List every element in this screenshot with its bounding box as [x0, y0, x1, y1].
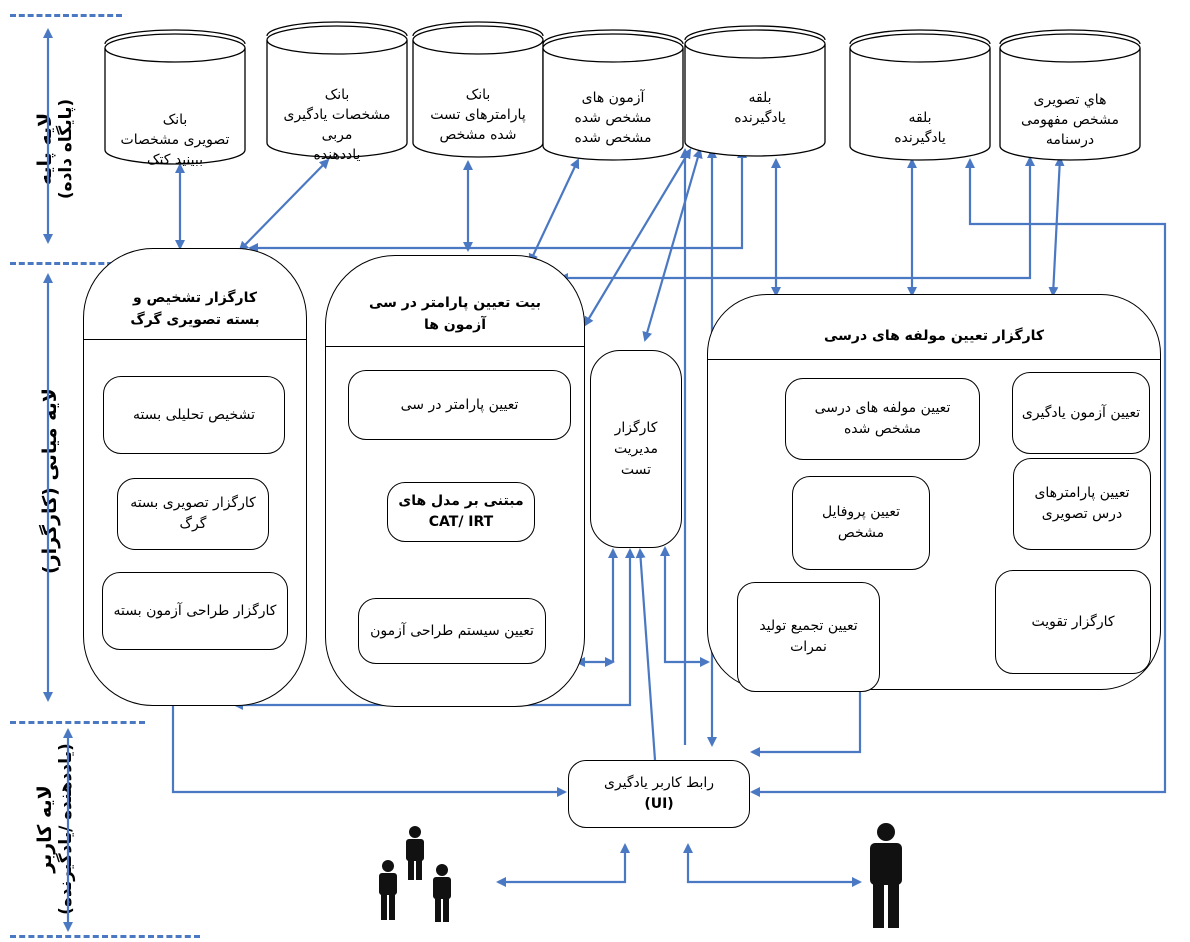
panel-left-divider — [84, 339, 306, 340]
base-layer-title: لایه پایه — [34, 112, 56, 186]
separator-base-middle — [10, 262, 122, 265]
learners-group-icon — [379, 826, 451, 922]
separator-bottom — [10, 935, 200, 938]
right-box-3: تعیین پروفایل مشخص — [792, 476, 930, 570]
ui-abbrev: (UI) — [644, 796, 674, 812]
center-box-3: تعیین سیستم طراحی آزمون — [358, 598, 546, 664]
database-label-4: آزمون های مشخص شده مشخص شده — [574, 90, 652, 146]
user-layer-subtitle: (یاددهنده /یادگیرنده) — [56, 743, 76, 915]
right-box-5: تعیین تجمیع تولید نمرات — [737, 582, 880, 692]
separator-top — [10, 14, 122, 17]
ui-label: رابط کاربر یادگیری — [603, 775, 715, 791]
left-box-3: کارگزار طراحی آزمون بسته — [102, 572, 288, 650]
user-layer-label: لایه کاربر (یاددهنده /یادگیرنده) — [34, 729, 76, 929]
center-box-1: تعیین پارامتر در سی — [348, 370, 571, 440]
base-layer-subtitle: (پایگاه داده) — [56, 98, 76, 200]
panel-right-divider — [708, 359, 1160, 360]
instructor-icon — [870, 823, 902, 928]
right-box-1: تعیین مولفه های درسی مشخص شده — [785, 378, 980, 460]
base-layer-label: لایه پایه (پایگاه داده) — [34, 79, 76, 219]
database-label-1: بانک تصویری مشخصات ببینید کتک — [120, 112, 230, 168]
panel-center-title: بیت تعیین پارامتر در سی آزمون ها — [368, 295, 542, 333]
middle-layer-title: لایه میانی (کارگزار) — [39, 388, 61, 574]
right-box-2: تعیین آزمون یادگیری — [1012, 372, 1150, 454]
user-interface-box: رابط کاربر یادگیری (UI) — [568, 760, 750, 828]
test-management-agent: کارگزار مدیریت تست — [590, 350, 682, 548]
panel-center-divider — [326, 346, 584, 347]
database-label-2: بانک مشخصات یادگیری مربی یاددهنده — [283, 87, 391, 163]
right-box-6: کارگزار تقویت — [995, 570, 1151, 674]
panel-left-title: کارگزار تشخیص و بسته تصویری گرگ — [130, 290, 260, 328]
left-box-2: کارگزار تصویری بسته گرگ — [117, 478, 269, 550]
user-layer-title: لایه کاربر — [34, 785, 56, 873]
left-box-1: تشخیص تحلیلی بسته — [103, 376, 285, 454]
separator-middle-user — [10, 721, 145, 724]
database-label-7: هاي تصویری مشخص مفهومی درسنامه — [1020, 92, 1120, 148]
middle-layer-label: لایه میانی (کارگزار) — [39, 366, 61, 596]
database-label-3: بانک پارامترهای تست شده مشخص — [430, 87, 526, 143]
panel-right-title: کارگزار تعیین مولفه های درسی — [823, 328, 1045, 344]
database-label-5: بلقه یادگیرنده — [734, 90, 786, 126]
database-label-6: بلقه یادگیرنده — [894, 110, 946, 146]
right-box-4: تعیین پارامترهای درس تصویری — [1013, 458, 1151, 550]
center-box-2: مبتنی بر مدل های CAT/ IRT — [387, 482, 535, 542]
